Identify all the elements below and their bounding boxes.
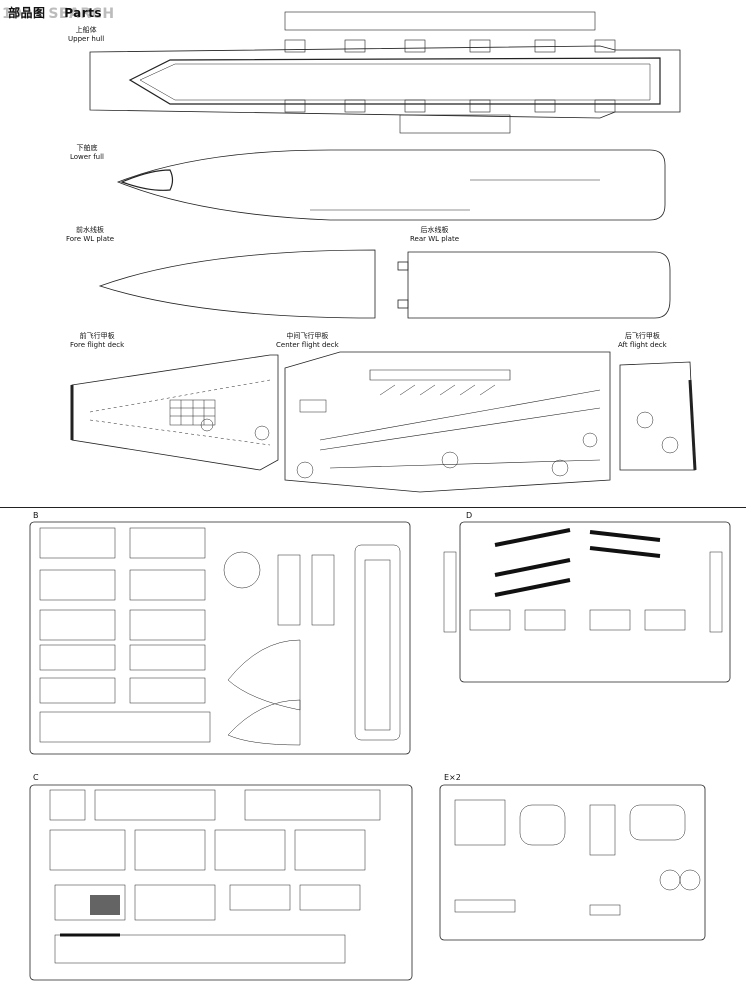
sprue-e — [439, 784, 706, 941]
sprue-e-label: E×2 — [444, 773, 461, 782]
fore-wl-plate — [98, 249, 376, 319]
fore-flight-deck — [70, 354, 279, 471]
title-en: Parts — [64, 6, 103, 20]
page-title: 部品图 Parts — [8, 4, 102, 21]
sprue-d-label: D — [466, 511, 473, 520]
sprue-d — [443, 521, 731, 683]
sprue-b-label: B — [33, 511, 39, 520]
aft-flight-deck — [619, 361, 697, 471]
sprue-c — [29, 784, 413, 981]
watermark: 1999 SEARCH — [2, 6, 115, 22]
center-flight-deck — [284, 351, 611, 493]
upper-hull — [89, 11, 681, 134]
rear-wl-plate — [397, 251, 671, 319]
title-cn: 部品图 — [8, 6, 46, 20]
lower-hull — [116, 149, 666, 221]
section-divider — [0, 507, 746, 508]
sprue-b — [29, 521, 411, 755]
sprue-c-label: C — [33, 773, 39, 782]
